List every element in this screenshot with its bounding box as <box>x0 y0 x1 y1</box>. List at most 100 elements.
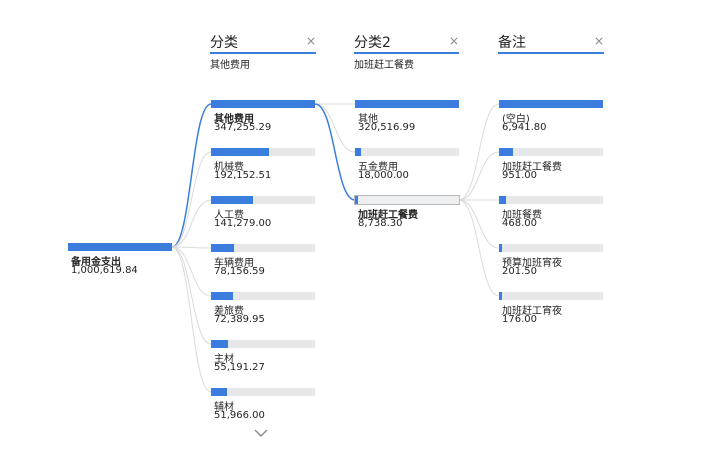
link <box>171 246 212 345</box>
link <box>458 199 500 297</box>
bar-track <box>354 195 460 205</box>
link <box>458 199 500 249</box>
bar-track <box>211 244 315 252</box>
bar-track <box>499 148 603 156</box>
node-value: 176.00 <box>502 314 537 325</box>
bar-track <box>499 196 603 204</box>
bar-track <box>211 196 315 204</box>
node-value: 6,941.80 <box>502 122 547 133</box>
node-label: 人工费 <box>214 210 244 221</box>
bar-fill <box>499 244 502 252</box>
bar-fill <box>499 196 506 204</box>
node-label: 主材 <box>214 354 234 365</box>
bar-fill <box>211 340 228 348</box>
bar-track <box>499 244 603 252</box>
column-header-1: 分类 × <box>210 30 316 54</box>
bar-fill <box>499 148 513 156</box>
node-value: 1,000,619.84 <box>71 265 138 276</box>
column-filter-label: 加班赶工餐费 <box>354 60 414 71</box>
bar-fill <box>355 148 361 156</box>
bar-track <box>499 292 603 300</box>
node-value: 18,000.00 <box>358 170 409 181</box>
close-icon[interactable]: × <box>448 34 459 48</box>
node-value: 347,255.29 <box>214 122 272 133</box>
bar-fill <box>211 148 269 156</box>
node-value: 468.00 <box>502 218 537 229</box>
column-title: 备注 <box>498 35 526 51</box>
link <box>171 151 212 248</box>
node-label: 其他费用 <box>214 114 254 125</box>
node-label: 五金费用 <box>358 162 398 173</box>
active-link <box>171 103 212 248</box>
node-value: 141,279.00 <box>214 218 272 229</box>
bar-fill <box>211 292 233 300</box>
node-label: 预算加班宵夜 <box>502 258 562 269</box>
node-label: 加班赶工餐费 <box>502 162 562 173</box>
node-label: 加班赶工宵夜 <box>502 306 562 317</box>
node-value: 78,156.59 <box>214 266 265 277</box>
node-value: 192,152.51 <box>214 170 272 181</box>
link <box>458 151 500 201</box>
bar-fill <box>68 243 172 251</box>
link <box>458 103 500 201</box>
column-filter-label: 其他费用 <box>210 60 250 71</box>
close-icon[interactable]: × <box>305 34 316 48</box>
bar-track <box>355 148 459 156</box>
bar-fill <box>211 196 253 204</box>
node-label: 机械费 <box>214 162 244 173</box>
column-title: 分类 <box>210 35 238 51</box>
node-value: 201.50 <box>502 266 537 277</box>
node-label: 差旅费 <box>214 306 244 317</box>
node-value: 8,738.30 <box>358 218 403 229</box>
close-icon[interactable]: × <box>593 34 604 48</box>
node-value: 320,516.99 <box>358 122 416 133</box>
bar-fill <box>211 244 234 252</box>
link <box>314 103 356 153</box>
bar-track <box>211 292 315 300</box>
node-label: 备用金支出 <box>71 257 121 268</box>
node-label: 加班餐费 <box>502 210 542 221</box>
node-value: 951.00 <box>502 170 537 181</box>
node-value: 72,389.95 <box>214 314 265 325</box>
tree-node[interactable]: (空白)6,941.80 <box>499 100 603 134</box>
column-title: 分类2 <box>354 35 391 51</box>
node-label: 车辆费用 <box>214 258 254 269</box>
active-link <box>314 103 356 201</box>
node-value: 55,191.27 <box>214 362 265 373</box>
chevron-down-icon[interactable] <box>254 428 268 438</box>
bar-fill <box>499 292 502 300</box>
bar-fill <box>499 100 603 108</box>
link <box>171 199 212 248</box>
node-label: 其他 <box>358 114 378 125</box>
node-label: 加班赶工餐费 <box>358 210 418 221</box>
node-label: (空白) <box>502 114 530 125</box>
bar-fill <box>355 196 358 204</box>
bar-fill <box>211 388 227 396</box>
column-header-2: 分类2 × <box>354 30 459 54</box>
node-label: 辅材 <box>214 402 234 413</box>
bar-track <box>211 340 315 348</box>
bar-fill <box>355 100 459 108</box>
link <box>171 246 212 249</box>
column-header-3: 备注 × <box>498 30 604 54</box>
node-value: 51,966.00 <box>214 410 265 421</box>
link <box>171 246 212 393</box>
link <box>171 246 212 297</box>
